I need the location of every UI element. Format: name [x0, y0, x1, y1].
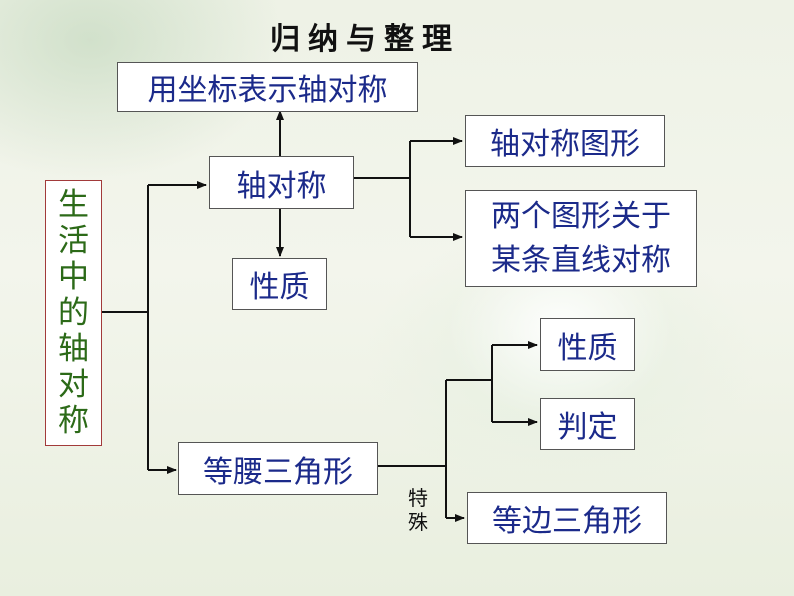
node-judgment: 判定	[540, 398, 635, 450]
node-two-figures-line2: 某条直线对称	[491, 242, 671, 278]
node-axis-figure: 轴对称图形	[465, 115, 665, 167]
root-char: 活	[58, 223, 89, 259]
special-label-char: 特	[408, 486, 428, 510]
node-equilateral: 等边三角形	[467, 492, 667, 544]
node-property-b: 性质	[540, 318, 635, 371]
root-char: 称	[58, 403, 89, 439]
root-char: 轴	[58, 331, 89, 367]
special-label: 特 殊	[403, 486, 433, 534]
special-label-char: 殊	[408, 510, 428, 534]
node-two-figures: 两个图形关于 某条直线对称	[465, 190, 697, 287]
page-title: 归纳与整理	[270, 22, 460, 57]
node-property-a: 性质	[232, 258, 327, 310]
root-node-vertical: 生 活 中 的 轴 对 称	[45, 180, 102, 446]
node-coord-axis: 用坐标表示轴对称	[117, 62, 418, 112]
node-axis-symmetry: 轴对称	[209, 156, 354, 209]
node-isosceles: 等腰三角形	[178, 442, 378, 495]
root-char: 中	[58, 259, 89, 295]
root-char: 对	[58, 367, 89, 403]
root-char: 的	[58, 295, 89, 331]
node-two-figures-line1: 两个图形关于	[491, 198, 671, 234]
root-char: 生	[58, 187, 89, 223]
